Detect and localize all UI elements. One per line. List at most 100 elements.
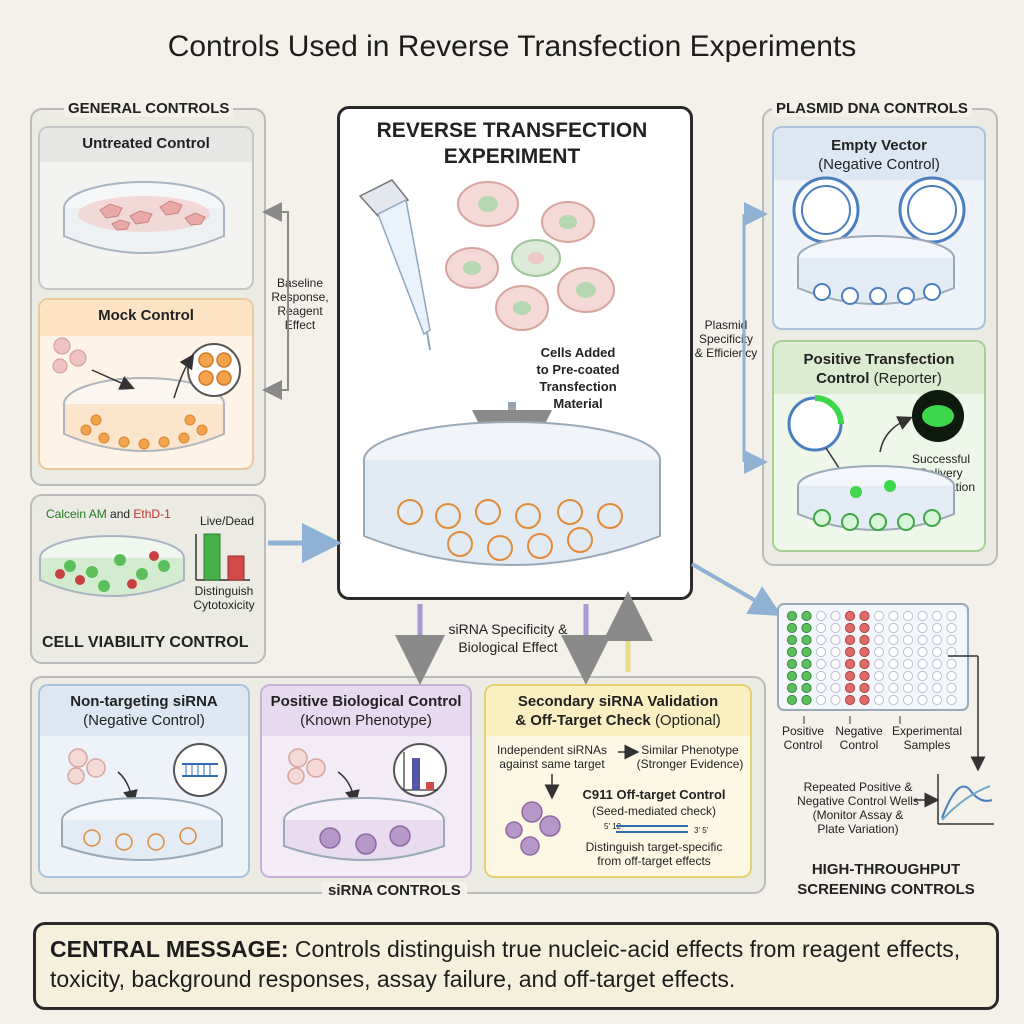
distinguish-offtarget-label: Distinguish target-specific from off-tar… [585,840,723,868]
viability-stains-label: Calcein AM and EthD-1 [46,507,171,521]
plate-well [859,670,870,682]
plate-well [946,658,957,670]
central-message-box [33,922,999,1010]
plate-well [801,610,812,622]
empty-vector-subtitle: (Negative Control) [774,155,984,180]
secondary-validation-subtitle: & Off-Target Check (Optional) [486,711,750,736]
plate-well [815,622,827,634]
plate-well [786,634,798,646]
plate-well [830,646,841,658]
hts-heading: HIGH-THROUGHPUT SCREENING CONTROLS [797,861,975,898]
plate-well [786,694,798,706]
plate-well [888,682,899,694]
plate-well [844,694,856,706]
plate-well [801,682,812,694]
plate-well [902,682,914,694]
hts-repeated-label: Repeated Positive & Negative Control Wel… [797,780,919,836]
plate-well [844,610,856,622]
sirna-specificity-label: siRNA Specificity & Biological Effect [448,621,568,655]
plate-well [859,610,870,622]
mock-control-title: Mock Control [40,300,252,336]
plate-well [917,634,928,646]
plate-well [917,658,928,670]
plate-well [830,658,841,670]
plate-well [902,646,914,658]
plate-well [931,670,943,682]
plate-well [946,646,957,658]
plate-well [888,646,899,658]
sirna-controls-heading: siRNA CONTROLS [322,882,467,899]
plate-well [931,610,943,622]
similar-phenotype-label: Similar Phenotype (Stronger Evidence) [636,743,744,771]
plate-well [844,646,856,658]
plate-well [815,610,827,622]
plate-well [815,670,827,682]
plate-well [830,634,841,646]
positive-biological-title: Positive Biological Control [262,686,470,711]
non-targeting-sirna-title: Non-targeting siRNA [40,686,248,711]
plate-well [931,646,943,658]
plate-well [902,694,914,706]
empty-vector-title: Empty Vector [774,128,984,155]
positive-biological-subtitle: (Known Phenotype) [262,711,470,736]
plasmid-specificity-label: Plasmid Specificity & Efficiency [694,318,758,360]
plate-well [873,682,885,694]
plate-well [801,694,812,706]
plate-well [786,646,798,658]
ethd-1-label: EthD-1 [133,507,171,521]
central-message-text: CENTRAL MESSAGE: Controls distinguish tr… [50,934,980,994]
plate-well [902,610,914,622]
plate-well [830,610,841,622]
plate-well [873,634,885,646]
plate-well [873,610,885,622]
plate-well [859,634,870,646]
reverse-transfection-title: REVERSE TRANSFECTION EXPERIMENT [376,119,648,168]
plate-well [859,694,870,706]
plate-well [946,670,957,682]
plate-well [917,610,928,622]
hts-experimental-label: Experimental Samples [891,724,963,752]
plate-well [902,634,914,646]
positive-transfection-subtitle: Control (Reporter) [774,369,984,394]
hts-negative-label: Negative Control [835,724,883,752]
plate-well [859,646,870,658]
general-controls-heading: GENERAL CONTROLS [64,100,234,117]
central-message-label: CENTRAL MESSAGE: [50,936,289,962]
c911-subtitle: (Seed-mediated check) [591,804,717,818]
plate-well [859,622,870,634]
viability-heading: CELL VIABILITY CONTROL [42,634,249,651]
calcein-am-label: Calcein AM [46,507,107,521]
untreated-control-card: Untreated Control [38,126,254,290]
plate-well [830,670,841,682]
plasmid-controls-heading: PLASMID DNA CONTROLS [772,100,972,117]
plate-well [931,682,943,694]
plate-well [888,610,899,622]
positive-biological-card: Positive Biological Control (Known Pheno… [260,684,472,878]
plate-well [902,670,914,682]
plate-well [801,622,812,634]
positive-transfection-title: Positive Transfection [774,342,984,369]
plate-well [946,694,957,706]
plate-well [844,658,856,670]
plate-well [815,694,827,706]
mock-control-card: Mock Control [38,298,254,470]
plate-well [873,694,885,706]
plate-well [902,622,914,634]
gfp-label: GFP [803,421,827,433]
plate-well [815,658,827,670]
plate-well [917,646,928,658]
non-targeting-sirna-subtitle: (Negative Control) [40,711,248,736]
plate-well [873,670,885,682]
baseline-response-label: Baseline Response, Reagent Effect [271,276,329,332]
page-title: Controls Used in Reverse Transfection Ex… [167,30,857,63]
plate-well [815,634,827,646]
plate-well [902,658,914,670]
plate-well [888,694,899,706]
distinguish-cytotoxicity-label: Distinguish Cytotoxicity [193,584,255,612]
plate-well [946,634,957,646]
plate-well [917,682,928,694]
plate-well [830,682,841,694]
hts-curve-plot [937,774,994,825]
plate-well [931,634,943,646]
plate-well [830,694,841,706]
